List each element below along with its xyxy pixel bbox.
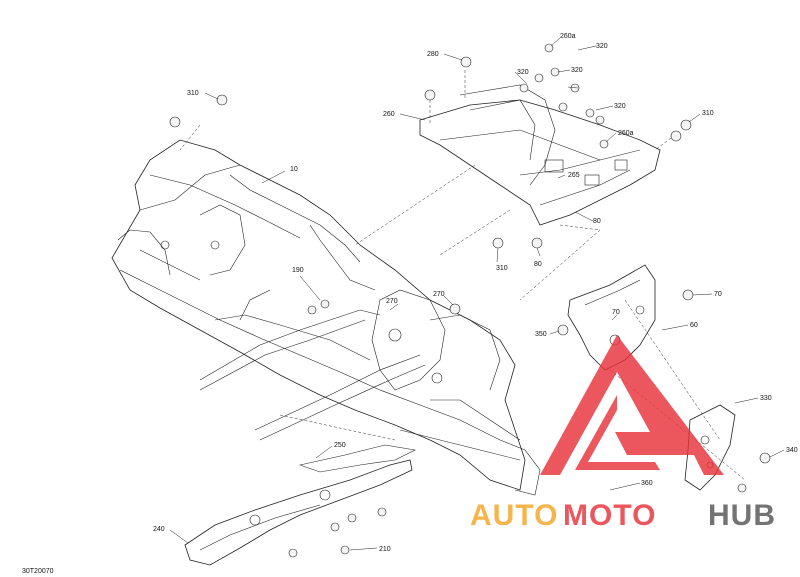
callout-320-2: 320 bbox=[517, 69, 529, 76]
callout-265: 265 bbox=[568, 172, 580, 179]
front-bracket-upper bbox=[567, 264, 656, 371]
callout-240: 240 bbox=[153, 526, 165, 533]
callout-260: 260 bbox=[383, 111, 395, 118]
callout-270-right: 270 bbox=[433, 291, 445, 298]
watermark-triangle-logo bbox=[540, 335, 724, 475]
callout-leaders bbox=[169, 37, 785, 551]
callout-350: 350 bbox=[535, 331, 547, 338]
callout-340: 340 bbox=[786, 447, 798, 454]
skid-plate-250 bbox=[298, 444, 416, 473]
callout-310-right: 310 bbox=[702, 110, 714, 117]
callout-320-1: 320 bbox=[596, 43, 608, 50]
callout-260a-top: 260a bbox=[560, 33, 576, 40]
callout-320-4: 320 bbox=[614, 103, 626, 110]
callout-60: 60 bbox=[690, 322, 698, 329]
watermark-moto: MOTO bbox=[563, 499, 656, 532]
callout-80-lower: 80 bbox=[534, 261, 542, 268]
callout-280: 280 bbox=[427, 51, 439, 58]
callout-70-middle: 70 bbox=[612, 309, 620, 316]
callout-80-upper: 80 bbox=[593, 218, 601, 225]
nut-280 bbox=[460, 56, 472, 68]
skid-plate-240 bbox=[184, 459, 413, 566]
rear-subframe bbox=[419, 84, 661, 226]
callout-250: 250 bbox=[334, 442, 346, 449]
callout-330: 330 bbox=[760, 395, 772, 402]
main-frame bbox=[111, 139, 541, 496]
callout-260a-lower: 260a bbox=[618, 130, 634, 137]
callout-10: 10 bbox=[290, 166, 298, 173]
callout-310-left: 310 bbox=[187, 90, 199, 97]
callout-270-left: 270 bbox=[386, 298, 398, 305]
watermark: AUTO MOTO HUB bbox=[470, 335, 776, 532]
callout-210: 210 bbox=[379, 546, 391, 553]
callout-310-middle: 310 bbox=[496, 265, 508, 272]
watermark-auto: AUTO bbox=[470, 499, 558, 532]
watermark-hub: HUB bbox=[708, 499, 776, 532]
callout-70-right: 70 bbox=[714, 291, 722, 298]
fasteners bbox=[169, 43, 771, 558]
callout-360: 360 bbox=[641, 480, 653, 487]
callout-320-3: 320 bbox=[571, 67, 583, 74]
figure-code: 30T20070 bbox=[22, 568, 54, 575]
callout-labels: 280 260a 320 320 320 320 310 310 260 260… bbox=[153, 33, 798, 553]
callout-190: 190 bbox=[292, 267, 304, 274]
